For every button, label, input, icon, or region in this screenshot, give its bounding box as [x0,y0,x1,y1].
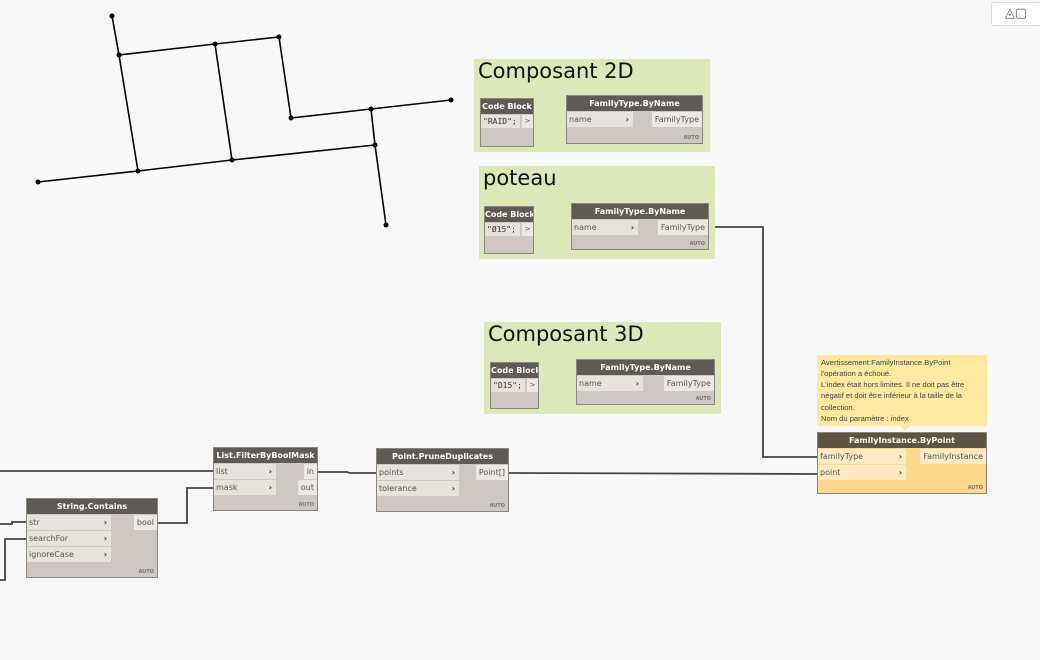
code-block-node[interactable]: Code Block"D15";> [490,362,539,409]
node-title[interactable]: FamilyType.ByName [577,360,714,375]
tooltip-line: négatif et doit être inférieur à la tail… [821,391,962,401]
lacing-label[interactable]: AUTO [489,503,505,509]
port-label: name [579,379,602,388]
group-title: poteau [483,166,557,190]
output-port[interactable]: > [527,379,538,392]
geometry-view-toggle-button[interactable]: ◬▢ [991,2,1040,26]
chevron-right-icon: › [268,467,272,476]
lacing-label[interactable]: AUTO [695,396,711,402]
node-title[interactable]: FamilyType.ByName [572,204,708,219]
node[interactable]: Point.PruneDuplicates points › tolerance › Po… [376,448,509,512]
chevron-right-icon: › [630,223,634,232]
lacing-label[interactable]: AUTO [298,502,314,508]
port-label: name [569,115,592,124]
node-title[interactable]: Code Block [491,363,538,378]
node-title[interactable]: Code Block [485,207,533,222]
code-text[interactable]: "RAID"; [481,115,520,128]
port-label: name [574,223,597,232]
code-block-node[interactable]: Code Block"RAID";> [480,98,534,147]
port-label: mask [216,483,238,492]
background-geometry-preview [37,15,452,226]
chevron-right-icon: › [625,115,629,124]
lacing-label[interactable]: AUTO [967,485,983,491]
port-label: point [820,468,841,477]
chevron-right-icon: › [268,483,272,492]
node-title[interactable]: Code Block [481,99,533,114]
input-port[interactable]: str › [27,515,111,530]
output-port[interactable]: > [522,223,533,236]
tooltip-line: collection. [821,402,855,412]
tooltip-line: L'index était hors limites. Il ne doit p… [821,380,965,390]
wire [0,521,26,525]
node-title[interactable]: FamilyType.ByName [567,96,702,111]
lacing-label[interactable]: AUTO [138,569,154,575]
wire [709,226,817,458]
input-port[interactable]: name › [577,376,643,391]
node-title[interactable]: Point.PruneDuplicates [377,449,508,464]
input-port[interactable]: name › [572,220,638,235]
lacing-label[interactable]: AUTO [689,241,705,247]
input-port[interactable]: list › [214,464,276,479]
output-port[interactable]: FamilyType [657,220,708,235]
output-port[interactable]: Point[] [475,465,508,480]
chevron-right-icon: › [635,379,639,388]
geometry-view-icon: ◬▢ [1004,6,1028,21]
node-title[interactable]: FamilyInstance.ByPoint [818,433,986,448]
port-label: list [216,467,228,476]
code-block-node[interactable]: Code Block"Ø15";> [484,206,534,254]
chevron-right-icon: › [103,534,107,543]
port-label: points [379,468,404,477]
node[interactable]: String.Contains str › searchFor › ignoreCase ›… [26,498,158,578]
node-title[interactable]: List.FilterByBoolMask [214,448,317,463]
family-instance-node[interactable]: FamilyInstance.ByPoint familyType › point › F… [817,432,987,494]
output-port[interactable]: FamilyType [663,376,714,391]
input-port[interactable]: points › [377,465,459,480]
wire [318,471,376,474]
wire [508,472,818,475]
chevron-right-icon: › [103,518,107,527]
chevron-right-icon: › [103,550,107,559]
node-title[interactable]: String.Contains [27,499,157,514]
output-port[interactable]: in [303,464,317,479]
input-port[interactable]: mask › [214,480,276,495]
port-label: ignoreCase [29,550,74,559]
input-port[interactable]: name › [567,112,633,127]
input-port[interactable]: tolerance › [377,481,459,496]
output-port[interactable]: bool [133,515,157,530]
input-port[interactable]: familyType › [818,449,906,464]
chevron-right-icon: › [898,452,902,461]
chevron-right-icon: › [451,468,455,477]
code-text[interactable]: "Ø15"; [485,223,520,236]
tooltip-line: Avertissement:FamilyInstance.ByPoint [821,357,951,367]
group-title: Composant 2D [478,59,634,83]
code-text[interactable]: "D15"; [491,379,525,392]
input-port[interactable]: point › [818,465,906,480]
chevron-right-icon: › [898,468,902,477]
wire [0,538,26,581]
port-label: searchFor [29,534,69,543]
port-label: familyType [820,452,864,461]
wire [158,487,213,524]
tooltip-line: l'opération a échoué. [821,368,892,378]
chevron-right-icon: › [451,484,455,493]
lacing-label[interactable]: AUTO [683,135,699,141]
output-port[interactable]: > [522,115,533,128]
port-label: tolerance [379,484,417,493]
output-port[interactable]: FamilyType [651,112,702,127]
tooltip-line: Nom du paramètre : index [821,413,909,423]
output-port[interactable]: FamilyInstance [920,449,986,464]
group-title: Composant 3D [488,322,644,346]
port-label: str [29,518,40,527]
input-port[interactable]: searchFor › [27,531,111,546]
output-port[interactable]: out [297,480,317,495]
input-port[interactable]: ignoreCase › [27,547,111,562]
